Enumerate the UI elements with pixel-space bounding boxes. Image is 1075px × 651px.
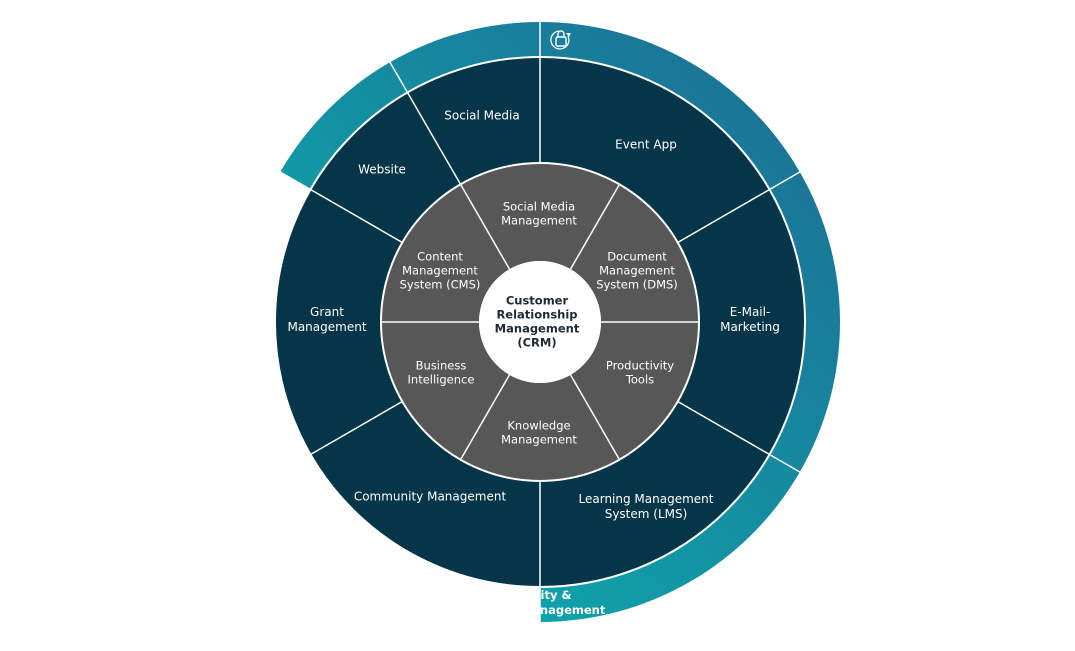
- inner-label-dms-line: Management: [599, 264, 675, 278]
- inner-label-dms-line: System (DMS): [596, 278, 678, 292]
- outer-label-lms-line: Learning Management: [579, 492, 714, 506]
- outer-label-event-app-line: Event App: [615, 138, 677, 152]
- outer-label-social-media: Social Media: [444, 109, 519, 123]
- outer-label-grant-management-line: Management: [287, 320, 366, 334]
- inner-divider-line: [459, 374, 511, 461]
- outer-label-email-marketing-line: Marketing: [720, 320, 780, 334]
- outer-label-email-marketing: E-Mail-Marketing: [720, 305, 780, 334]
- inner-label-social-media-management-line: Social Media: [503, 200, 575, 214]
- inner-sector-dms: [570, 184, 699, 322]
- lock-refresh-icon: [550, 30, 571, 50]
- inner-label-productivity-tools-line: Tools: [625, 373, 654, 387]
- inner-label-productivity-tools-line: Productivity: [606, 359, 674, 373]
- inner-divider-line: [569, 374, 621, 461]
- inner-sector-knowledge-management: [460, 374, 620, 481]
- inner-label-knowledge-management-line: Knowledge: [507, 419, 570, 433]
- outer-label-email-marketing-line: E-Mail-: [730, 305, 771, 319]
- iam-ring-label-line: Access Management: [473, 603, 606, 617]
- outer-label-event-app: Event App: [615, 138, 677, 152]
- crm-center-circle: [479, 261, 601, 383]
- outer-sector-social-media: [407, 57, 540, 185]
- inner-label-social-media-management-line: Management: [501, 214, 577, 228]
- inner-label-business-intelligence-line: Business: [416, 359, 467, 373]
- inner-sector-business-intelligence: [381, 322, 510, 460]
- sector-dividers: [274, 21, 806, 623]
- outer-label-community-management-line: Community Management: [354, 490, 507, 504]
- inner-divider-line: [569, 183, 621, 270]
- outer-label-community-management: Community Management: [354, 490, 507, 504]
- outer-ring: [275, 57, 805, 587]
- iam-ring-label: Identity &Access Management: [473, 588, 606, 617]
- inner-label-cms-line: Content: [417, 250, 463, 264]
- inner-label-cms-line: Management: [402, 264, 478, 278]
- outer-label-social-media-line: Social Media: [444, 109, 519, 123]
- inner-sector-cms: [381, 184, 510, 322]
- crm-center-label-line: Customer: [506, 294, 569, 308]
- iam-ring-label-line: Identity &: [507, 588, 572, 602]
- outer-sector-website: [310, 92, 461, 243]
- outer-sector-community-management: [310, 401, 540, 587]
- inner-sector-productivity-tools: [570, 322, 699, 460]
- outer-label-lms-line: System (LMS): [605, 507, 688, 521]
- outer-divider-line: [278, 170, 403, 244]
- crm-center-label-line: (CRM): [517, 336, 556, 350]
- inner-label-business-intelligence-line: Intelligence: [408, 373, 475, 387]
- outer-label-website: Website: [358, 163, 406, 177]
- outer-label-website-line: Website: [358, 163, 406, 177]
- outer-divider-line: [278, 400, 403, 474]
- inner-divider-line: [459, 183, 511, 270]
- outer-sector-lms: [540, 401, 770, 587]
- outer-label-grant-management-line: Grant: [310, 305, 344, 319]
- inner-label-knowledge-management-line: Management: [501, 433, 577, 447]
- crm-center-label-line: Management: [495, 322, 580, 336]
- outer-divider-line: [388, 60, 462, 185]
- crm-center-label-line: Relationship: [496, 308, 577, 322]
- outer-sector-event-app: [540, 57, 770, 243]
- inner-ring: [381, 163, 699, 481]
- outer-sector-email-marketing: [677, 189, 805, 455]
- outer-sector-grant-management: [275, 189, 403, 455]
- inner-label-dms-line: Document: [607, 250, 667, 264]
- inner-label-cms-line: System (CMS): [400, 278, 481, 292]
- outer-divider-line: [677, 400, 802, 474]
- inner-sector-social-media-management: [460, 163, 620, 270]
- outer-divider-line: [677, 170, 802, 244]
